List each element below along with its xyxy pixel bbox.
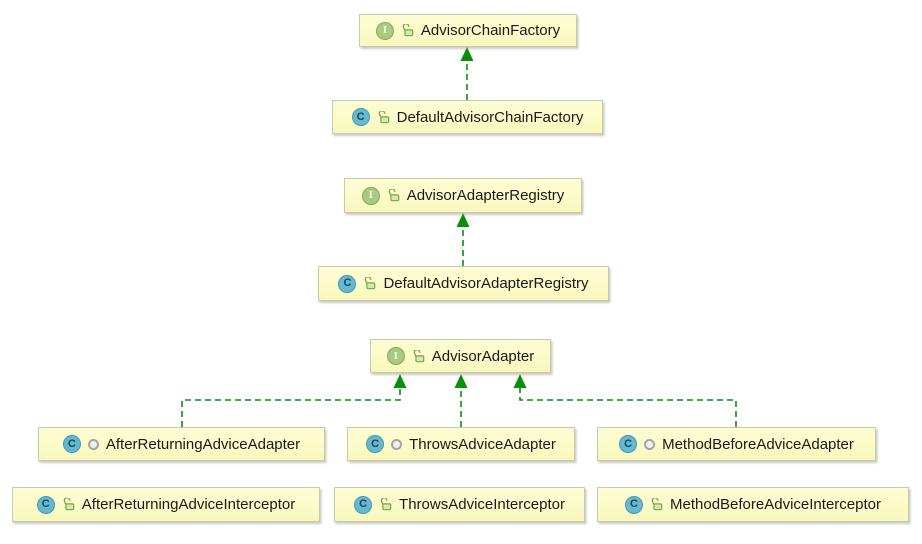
uml-node-AfterReturningAdviceAdapter[interactable]: C AfterReturningAdviceAdapter: [38, 427, 325, 461]
uml-node-ThrowsAdviceInterceptor[interactable]: C ThrowsAdviceInterceptor: [334, 487, 585, 522]
uml-node-MethodBeforeAdviceInterceptor[interactable]: C MethodBeforeAdviceInterceptor: [597, 487, 909, 522]
node-label: MethodBeforeAdviceInterceptor: [670, 496, 881, 513]
interface-icon: I: [361, 186, 380, 205]
implements-arrowhead: [460, 47, 474, 61]
uml-node-DefaultAdvisorChainFactory[interactable]: C DefaultAdvisorChainFactory: [332, 100, 603, 134]
class-icon: C: [354, 495, 373, 514]
uml-node-AdvisorAdapter[interactable]: I AdvisorAdapter: [370, 339, 551, 373]
uml-node-MethodBeforeAdviceAdapter[interactable]: C MethodBeforeAdviceAdapter: [597, 427, 876, 461]
public-lock-icon: [650, 498, 663, 511]
public-lock-icon: [401, 24, 414, 37]
node-label: AdvisorAdapter: [431, 347, 535, 365]
uml-node-AdvisorChainFactory[interactable]: I AdvisorChainFactory: [359, 14, 577, 47]
node-label: AdvisorAdapterRegistry: [406, 187, 565, 204]
node-label: ThrowsAdviceAdapter: [409, 435, 556, 453]
edge-MethodBeforeAdviceAdapter-implements-AdvisorAdapter: [519, 388, 737, 427]
public-lock-icon: [363, 277, 376, 290]
interface-icon: I: [375, 21, 394, 40]
public-lock-icon: [377, 110, 390, 124]
public-lock-icon: [379, 498, 392, 511]
package-local-circle: [644, 438, 656, 450]
implements-arrowhead: [513, 374, 527, 388]
class-icon: C: [625, 495, 644, 514]
uml-node-DefaultAdvisorAdapterRegistry[interactable]: C DefaultAdvisorAdapterRegistry: [318, 266, 609, 301]
uml-node-AdvisorAdapterRegistry[interactable]: I AdvisorAdapterRegistry: [344, 178, 582, 213]
implements-arrowhead: [393, 374, 407, 388]
implements-arrowhead: [456, 213, 470, 227]
node-label: AfterReturningAdviceAdapter: [105, 435, 301, 453]
edge-AfterReturningAdviceAdapter-implements-AdvisorAdapter: [181, 388, 401, 427]
node-label: DefaultAdvisorChainFactory: [396, 108, 584, 126]
package-local-icon: [644, 438, 656, 450]
class-icon: C: [62, 435, 81, 453]
class-icon: C: [366, 435, 385, 453]
public-lock-icon: [62, 498, 75, 511]
public-lock-icon: [387, 189, 400, 202]
interface-icon: I: [386, 347, 405, 365]
package-local-icon: [391, 438, 403, 450]
uml-node-AfterReturningAdviceInterceptor[interactable]: C AfterReturningAdviceInterceptor: [12, 487, 320, 522]
node-label: ThrowsAdviceInterceptor: [399, 496, 565, 513]
node-label: DefaultAdvisorAdapterRegistry: [383, 275, 589, 292]
uml-node-ThrowsAdviceAdapter[interactable]: C ThrowsAdviceAdapter: [347, 427, 575, 461]
class-icon: C: [619, 435, 638, 453]
package-local-circle: [391, 438, 403, 450]
node-label: AfterReturningAdviceInterceptor: [81, 496, 296, 513]
node-label: AdvisorChainFactory: [420, 22, 561, 39]
node-label: MethodBeforeAdviceAdapter: [662, 435, 854, 453]
class-icon: C: [338, 274, 357, 293]
class-icon: C: [36, 495, 55, 514]
package-local-circle: [87, 438, 99, 450]
package-local-icon: [87, 438, 99, 450]
public-lock-icon: [412, 349, 425, 363]
implements-arrowhead: [454, 374, 468, 388]
class-icon: C: [351, 108, 370, 126]
